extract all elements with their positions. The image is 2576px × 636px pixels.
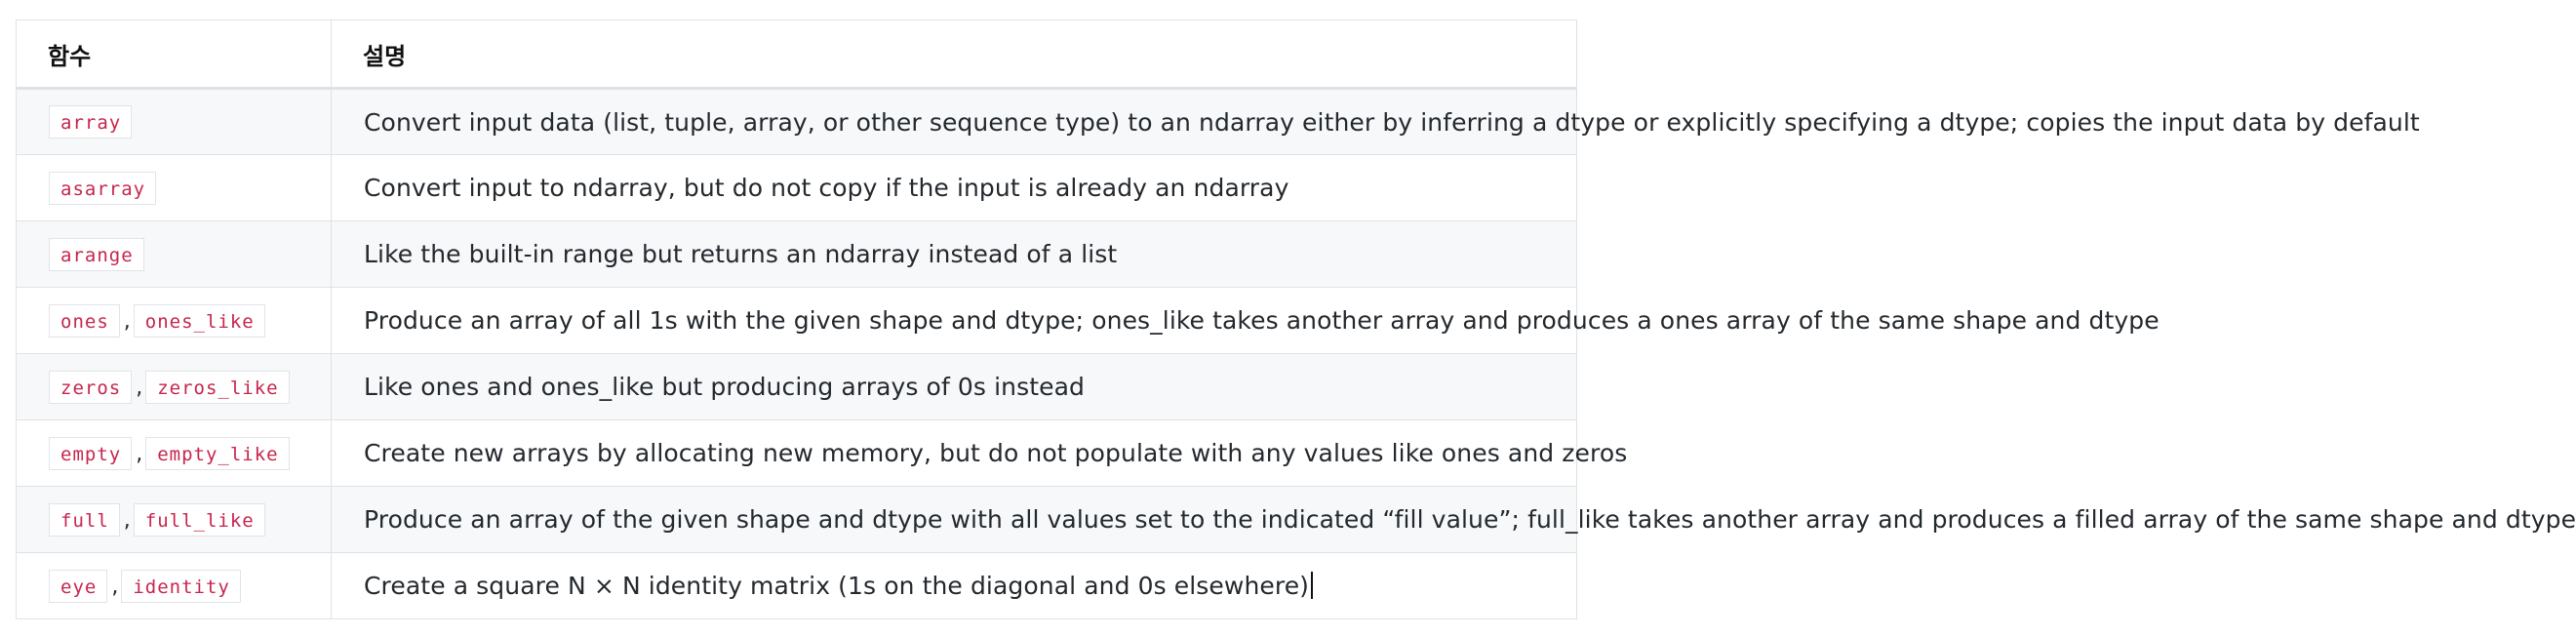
function-cell: empty,empty_like [16,419,332,487]
description-cell: Convert input data (list, tuple, array, … [331,88,2420,155]
table-row: eye,identity Create a square N × N ident… [16,552,1577,619]
separator: , [136,375,143,400]
table-row: ones,ones_like Produce an array of all 1… [16,287,2160,354]
function-name: array [49,105,133,139]
function-cell: asarray [16,154,332,221]
function-name: asarray [49,171,157,205]
function-name-like: zeros_like [145,370,290,404]
array-creation-functions-table: 함수 설명 array Convert input data (list, tu… [16,20,2576,619]
document-viewport: 함수 설명 array Convert input data (list, tu… [16,20,2576,619]
header-function: 함수 [16,20,332,90]
function-cell: array [16,88,332,155]
function-cell: full,full_like [16,486,332,553]
header-description: 설명 [331,20,1577,90]
table-row: asarray Convert input to ndarray, but do… [16,154,1577,221]
function-name: empty [49,436,133,470]
table-row: zeros,zeros_like Like ones and ones_like… [16,353,1577,420]
separator: , [136,441,143,466]
function-cell: arange [16,220,332,288]
description-cell: Create a square N × N identity matrix (1… [331,552,1577,619]
table-row: empty,empty_like Create new arrays by al… [16,419,1627,487]
table-row: array Convert input data (list, tuple, a… [16,88,2420,155]
description-cell: Create new arrays by allocating new memo… [331,419,1627,487]
table-row: arange Like the built-in range but retur… [16,220,1577,288]
separator: , [111,574,119,599]
function-name-like: empty_like [145,436,290,470]
table-row: full,full_like Produce an array of the g… [16,486,2576,553]
description-cell: Convert input to ndarray, but do not cop… [331,154,1577,221]
function-name: arange [49,237,144,271]
description-cell: Produce an array of the given shape and … [331,486,2576,553]
function-cell: eye,identity [16,552,332,619]
function-name-like: full_like [133,502,265,537]
description-text: Create a square N × N identity matrix (1… [364,572,1310,600]
function-cell: ones,ones_like [16,287,332,354]
text-cursor [1311,572,1314,599]
table-header-row: 함수 설명 [16,20,1577,90]
function-name: full [49,502,120,537]
function-cell: zeros,zeros_like [16,353,332,420]
description-cell: Like the built-in range but returns an n… [331,220,1577,288]
function-name-like: identity [121,569,241,603]
function-name: eye [49,569,108,603]
function-name: ones [49,303,120,338]
function-name: zeros [49,370,133,404]
function-name-like: ones_like [133,303,265,338]
description-cell: Like ones and ones_like but producing ar… [331,353,1577,420]
description-cell: Produce an array of all 1s with the give… [331,287,2160,354]
separator: , [123,507,131,533]
separator: , [123,308,131,334]
